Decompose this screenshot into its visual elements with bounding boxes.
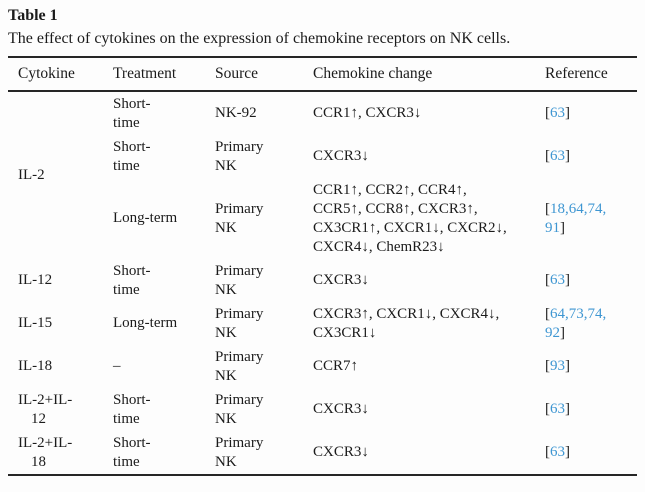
cell-cytokine: IL-18 bbox=[8, 345, 113, 388]
header-chemokine-change: Chemokine change bbox=[313, 57, 545, 92]
bracket-open: [ bbox=[545, 401, 550, 417]
cell-source: NK-92 bbox=[215, 105, 257, 121]
citation-link[interactable]: 63 bbox=[550, 444, 565, 460]
table-row: Long-term Primary NK CCR1↑, CCR2↑, CCR4↑… bbox=[8, 178, 637, 259]
table-row: IL-12 Short- time Primary NK CXCR3↓ [63] bbox=[8, 259, 637, 302]
cytokine-label: IL-2+IL- bbox=[18, 434, 73, 451]
cell-treatment: Long-term bbox=[113, 210, 178, 226]
bracket-open: [ bbox=[545, 105, 550, 121]
cell-chemokine-change: CCR7↑ bbox=[313, 358, 359, 374]
table-caption: The effect of cytokines on the expressio… bbox=[8, 30, 511, 47]
bracket-open: [ bbox=[545, 305, 550, 322]
header-source: Source bbox=[215, 57, 313, 92]
cytokine-label: IL-15 bbox=[18, 315, 53, 331]
cell-treatment: Short- time bbox=[113, 434, 151, 470]
citation-link[interactable]: 63 bbox=[550, 105, 565, 121]
cell-cytokine: IL-12 bbox=[8, 259, 113, 302]
table-row: IL-2+IL- 18 Short- time Primary NK CXCR3… bbox=[8, 431, 637, 475]
cell-cytokine: IL-2+IL- 12 bbox=[8, 388, 113, 431]
citation-link[interactable]: 63 bbox=[550, 148, 565, 164]
table-row: IL-2 Short- time NK-92 CCR1↑, CXCR3↓ [63… bbox=[8, 91, 637, 184]
cell-chemokine-change: CCR1↑, CCR2↑, CCR4↑, CCR5↑, CCR8↑, CXCR3… bbox=[313, 181, 507, 255]
cytokine-label: IL-18 bbox=[18, 358, 53, 374]
cell-reference: [93] bbox=[545, 345, 637, 388]
header-reference: Reference bbox=[545, 57, 637, 92]
table-row: Short- time Primary NK CXCR3↓ [63] bbox=[8, 135, 637, 178]
cell-chemokine-change: CXCR3↓ bbox=[313, 148, 369, 164]
cell-reference: [18,64,74, 91] bbox=[545, 178, 637, 259]
cell-reference: [63] bbox=[545, 91, 637, 135]
cell-source: Primary NK bbox=[215, 262, 264, 298]
citation-link[interactable]: 93 bbox=[550, 358, 565, 374]
cell-cytokine: IL-15 bbox=[8, 302, 113, 345]
cell-chemokine-change: CCR1↑, CXCR3↓ bbox=[313, 105, 422, 121]
cell-reference: [63] bbox=[545, 388, 637, 431]
bracket-open: [ bbox=[545, 444, 550, 460]
bracket-close: ] bbox=[565, 358, 570, 374]
table-title: Table 1 bbox=[8, 7, 58, 24]
bracket-close: ] bbox=[565, 148, 570, 164]
table-row: IL-15 Long-term Primary NK CXCR3↑, CXCR1… bbox=[8, 302, 637, 345]
cytokine-label: IL-12 bbox=[18, 272, 53, 288]
cell-source: Primary NK bbox=[215, 305, 264, 341]
header-cytokine: Cytokine bbox=[8, 57, 113, 92]
cell-reference: [63] bbox=[545, 259, 637, 302]
cell-reference: [63] bbox=[545, 135, 637, 178]
cell-treatment: Short- time bbox=[113, 138, 151, 174]
citation-link[interactable]: 91 bbox=[545, 219, 560, 236]
cell-cytokine: IL-2+IL- 18 bbox=[8, 431, 113, 475]
bracket-open: [ bbox=[545, 148, 550, 164]
citation-link[interactable]: 18,64,74, bbox=[550, 200, 607, 217]
cell-cytokine: IL-2 bbox=[8, 91, 113, 259]
table-row: IL-18 – Primary NK CCR7↑ [93] bbox=[8, 345, 637, 388]
cell-treatment: Long-term bbox=[113, 315, 178, 331]
cell-chemokine-change: CXCR3↓ bbox=[313, 401, 369, 417]
cytokine-label: 12 bbox=[31, 410, 46, 427]
cytokine-label: IL-2+IL- bbox=[18, 391, 73, 408]
cell-treatment: Short- time bbox=[113, 262, 151, 298]
bracket-open: [ bbox=[545, 200, 550, 217]
bracket-open: [ bbox=[545, 272, 550, 288]
citation-link[interactable]: 64,73,74, bbox=[550, 305, 607, 322]
citation-link[interactable]: 63 bbox=[550, 272, 565, 288]
bracket-close: ] bbox=[565, 272, 570, 288]
cell-reference: [64,73,74, 92] bbox=[545, 302, 637, 345]
cell-source: Primary NK bbox=[215, 348, 264, 384]
cell-chemokine-change: CXCR3↓ bbox=[313, 272, 369, 288]
bracket-close: ] bbox=[560, 219, 565, 236]
cell-treatment: Short- time bbox=[113, 391, 151, 427]
bracket-close: ] bbox=[565, 444, 570, 460]
cell-chemokine-change: CXCR3↑, CXCR1↓, CXCR4↓, CX3CR1↓ bbox=[313, 305, 500, 341]
citation-link[interactable]: 63 bbox=[550, 401, 565, 417]
bracket-close: ] bbox=[565, 105, 570, 121]
cell-reference: [63] bbox=[545, 431, 637, 475]
cell-source: Primary NK bbox=[215, 200, 264, 236]
bracket-close: ] bbox=[565, 401, 570, 417]
bracket-open: [ bbox=[545, 358, 550, 374]
cytokine-table: Cytokine Treatment Source Chemokine chan… bbox=[8, 56, 637, 476]
cell-source: Primary NK bbox=[215, 138, 264, 174]
cell-treatment: – bbox=[113, 358, 121, 374]
cell-chemokine-change: CXCR3↓ bbox=[313, 444, 369, 460]
cytokine-label: 18 bbox=[31, 453, 46, 470]
cell-treatment: Short- time bbox=[113, 95, 151, 131]
citation-link[interactable]: 92 bbox=[545, 324, 560, 341]
cell-source: Primary NK bbox=[215, 391, 264, 427]
header-row: Cytokine Treatment Source Chemokine chan… bbox=[8, 57, 637, 92]
table-row: IL-2+IL- 12 Short- time Primary NK CXCR3… bbox=[8, 388, 637, 431]
cell-source: Primary NK bbox=[215, 434, 264, 470]
header-treatment: Treatment bbox=[113, 57, 215, 92]
bracket-close: ] bbox=[560, 324, 565, 341]
cytokine-label: IL-2 bbox=[18, 167, 45, 183]
